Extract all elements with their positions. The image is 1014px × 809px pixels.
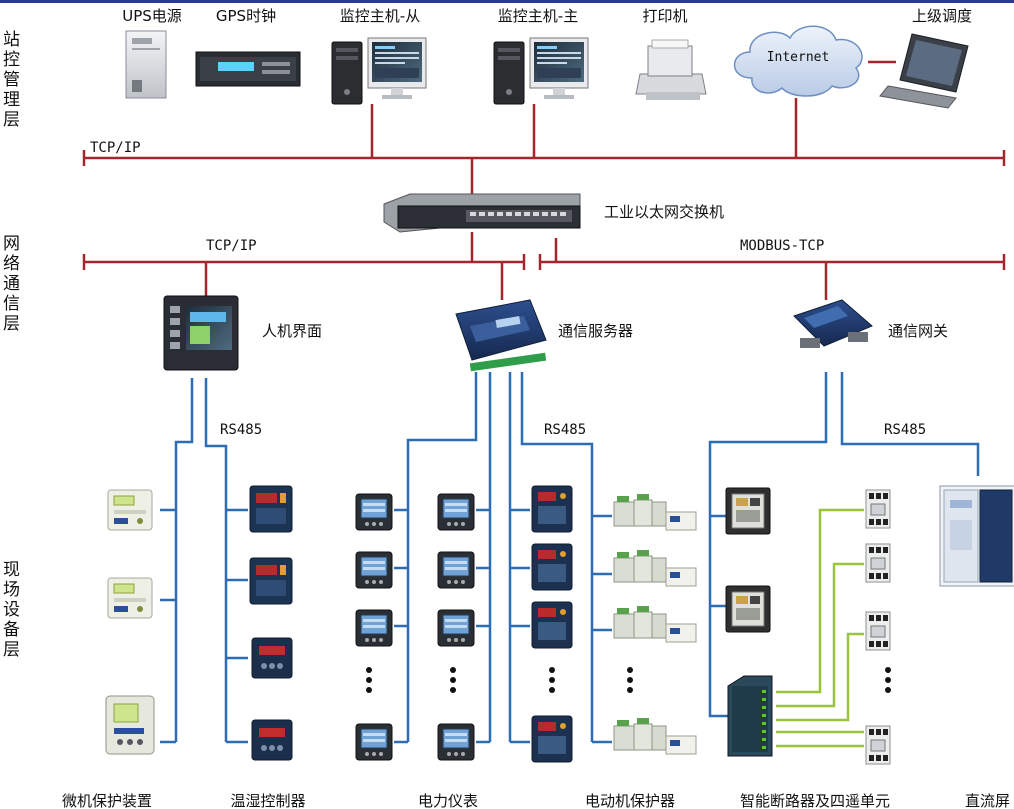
comm-server-device — [455, 299, 547, 372]
label-tcpip-mid: TCP/IP — [206, 238, 257, 254]
bus-modbus-tcp — [538, 238, 1006, 300]
rs485-group-server — [394, 372, 612, 744]
label-power-meter: 电力仪表 — [418, 792, 478, 809]
label-monitor-slave: 监控主机-从 — [340, 7, 420, 25]
monitor-host-slave — [331, 37, 427, 105]
layer-title-field: 现场设备层 — [3, 560, 20, 660]
layer-title-station: 站控管理层 — [3, 30, 20, 130]
motor-protectors — [531, 485, 573, 763]
printer-device — [635, 39, 707, 100]
comm-gateway-device — [793, 299, 873, 348]
label-upper-dispatch: 上级调度 — [912, 7, 972, 25]
label-temp-humidity: 温湿控制器 — [230, 792, 305, 809]
label-smart-breaker: 智能断路器及四遥单元 — [740, 792, 890, 809]
ups-device — [125, 30, 167, 99]
air-circuit-breakers — [725, 487, 771, 633]
four-remote-unit-device — [727, 675, 773, 757]
bus-tcpip-mid — [82, 232, 526, 300]
label-printer: 打印机 — [642, 7, 687, 25]
rs485-group-hmi — [160, 378, 248, 744]
label-hmi: 人机界面 — [262, 322, 322, 340]
label-motor-protector: 电动机保护器 — [585, 792, 675, 809]
internet-cloud-icon — [733, 25, 863, 97]
label-modbus-tcp: MODBUS-TCP — [740, 238, 824, 254]
label-dc-screen: 直流屏 — [965, 792, 1010, 809]
label-comm-gateway: 通信网关 — [888, 322, 948, 340]
io-lines-four-remote-unit — [776, 508, 864, 748]
relay-protection-devices — [105, 489, 155, 755]
label-rs485-2: RS485 — [544, 422, 586, 438]
label-rs485-1: RS485 — [220, 422, 262, 438]
hmi-panel-device — [163, 295, 239, 371]
rs485-group-gateway — [708, 372, 980, 718]
label-relay-protection: 微机保护装置 — [62, 792, 152, 809]
molded-case-breakers — [865, 489, 891, 765]
continuation-dots — [366, 667, 891, 693]
monitor-host-master — [493, 37, 589, 105]
label-ups: UPS电源 — [122, 7, 182, 25]
power-meters-column-2 — [437, 493, 475, 761]
laptop-icon — [879, 33, 969, 109]
label-rs485-3: RS485 — [884, 422, 926, 438]
label-monitor-master: 监控主机-主 — [498, 7, 578, 25]
power-meters-column-1 — [355, 493, 393, 761]
gps-clock-device — [195, 51, 301, 87]
layer-title-network: 网络通信层 — [3, 234, 20, 334]
dc-screen-cabinet — [939, 485, 1014, 587]
top-accent-bar — [0, 0, 1014, 3]
label-comm-server: 通信服务器 — [558, 322, 633, 340]
label-gps: GPS时钟 — [216, 7, 276, 25]
label-internet: Internet — [767, 50, 830, 65]
motor-protector-modules — [613, 493, 697, 755]
label-switch: 工业以太网交换机 — [604, 203, 724, 221]
label-tcpip-top: TCP/IP — [90, 140, 141, 156]
temp-humidity-controllers — [249, 485, 293, 761]
industrial-ethernet-switch — [383, 193, 581, 233]
bus-tcpip-top — [82, 60, 1006, 196]
